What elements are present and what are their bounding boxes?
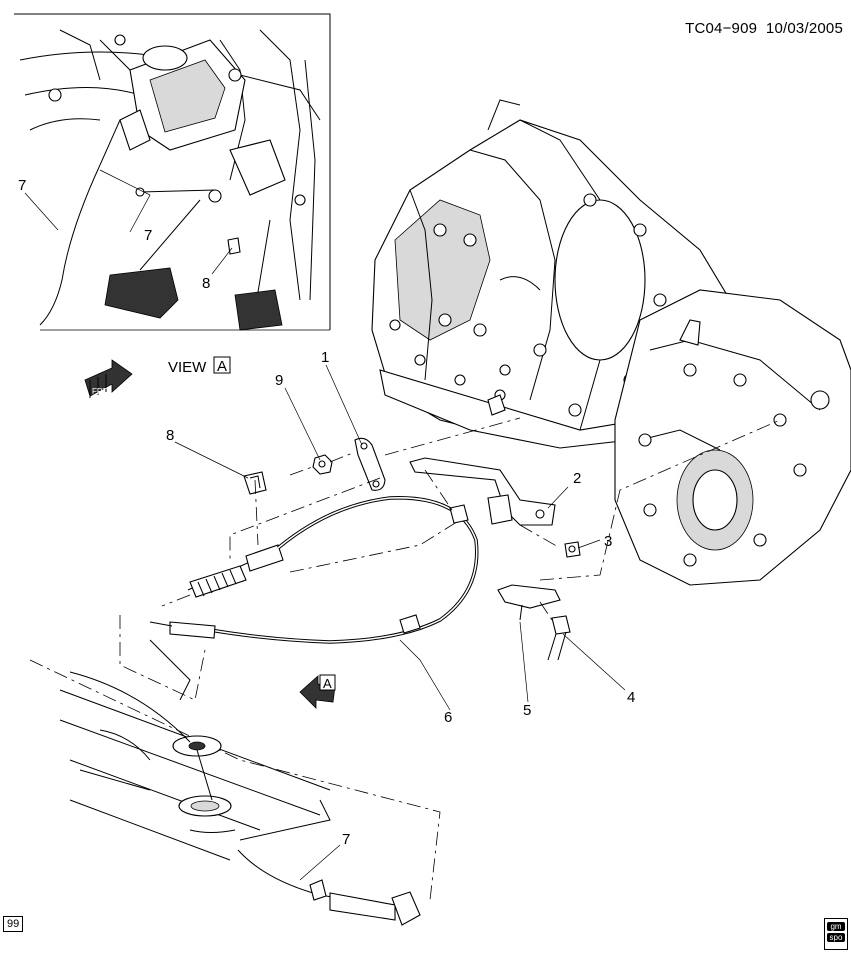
part-9-nut	[312, 454, 333, 475]
callout-5: 5	[523, 702, 531, 719]
callout-7-floor: 7	[342, 831, 350, 848]
gm-spo-logo-icon: gm spo	[824, 918, 848, 950]
callout-3: 3	[604, 533, 612, 550]
callout-9: 9	[275, 372, 283, 389]
view-label: VIEW	[168, 359, 207, 376]
part-3-bolt	[564, 541, 581, 558]
logo-line2: spo	[827, 933, 845, 942]
part-1-lever	[354, 437, 386, 491]
callout-6: 6	[444, 709, 452, 726]
logo-line1: gm	[827, 922, 845, 931]
page-code: 99	[7, 918, 20, 930]
callout-8-inset: 8	[202, 275, 210, 292]
part-2-bracket	[409, 457, 556, 526]
part-5-bracket	[497, 584, 561, 621]
view-direction-arrow-icon: A	[299, 674, 336, 709]
diagram-date: 10/03/2005	[765, 20, 843, 37]
callout-4: 4	[627, 689, 635, 706]
callout-1: 1	[321, 349, 329, 366]
view-letter: A	[217, 358, 227, 375]
floor-pan	[29, 615, 441, 926]
diagram-code: TC04−909	[685, 20, 758, 37]
callout-7-inset-left: 7	[18, 177, 26, 194]
callout-8-exploded: 8	[166, 427, 174, 444]
part-4-bolt	[547, 615, 571, 661]
callout-2: 2	[573, 470, 581, 487]
inset-view-a	[14, 13, 331, 331]
forward-direction-arrow-icon: FRT	[84, 359, 133, 398]
callout-leaders	[24, 169, 626, 881]
diagram-header: TC04−909 10/03/2005	[685, 20, 843, 37]
forward-arrow-text: FRT	[92, 387, 108, 396]
part-6-shift-cable	[149, 496, 479, 644]
assembly-guide-lines	[161, 417, 781, 621]
page-code-box: 99	[3, 916, 24, 932]
transfer-case-assembly	[614, 289, 851, 586]
view-arrow-letter: A	[323, 676, 332, 691]
callout-7-inset-center: 7	[144, 227, 152, 244]
